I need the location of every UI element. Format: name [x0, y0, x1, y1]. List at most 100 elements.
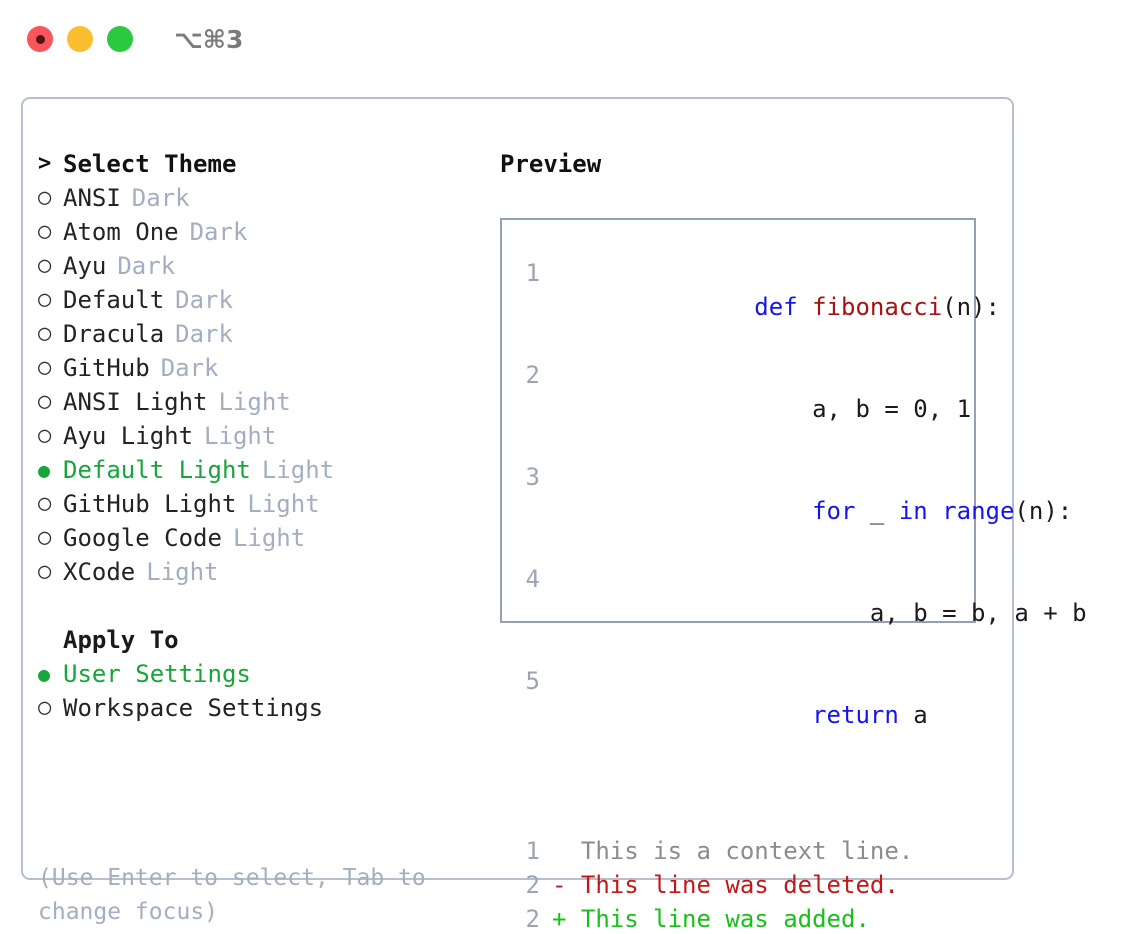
line-number: 4: [525, 565, 540, 593]
code-token: def: [754, 293, 798, 321]
theme-item-tag: Light: [218, 388, 291, 416]
code-token: in: [898, 497, 928, 525]
zoom-button-icon[interactable]: [107, 26, 133, 52]
theme-item-label: Ayu Light: [63, 422, 194, 450]
radio-icon: ○: [38, 695, 52, 720]
code-token: range: [942, 497, 1015, 525]
apply-to-heading-label: Apply To: [63, 626, 179, 654]
apply-to-heading: ○ Apply To: [38, 623, 478, 657]
close-button-icon[interactable]: [27, 26, 53, 52]
line-number: 2: [525, 905, 540, 933]
code-token: fibonacci: [812, 293, 943, 321]
theme-item-ansi-light[interactable]: ○ ANSI Light Light: [38, 385, 478, 419]
theme-item-tag: Dark: [117, 252, 176, 280]
theme-item-label: Google Code: [63, 524, 222, 552]
preview-box: 1 def fibonacci(n): 2 a, b = 0, 1 3: [500, 218, 1087, 933]
theme-item-label: ANSI: [63, 184, 121, 212]
code-line: 1 def fibonacci(n):: [514, 256, 1000, 358]
theme-item-github-dark[interactable]: ○ GitHub Dark: [38, 351, 478, 385]
theme-selector-column: > Select Theme ○ ANSI Dark ○ Atom One Da…: [38, 147, 478, 725]
code-content: a, b = 0, 1: [552, 358, 971, 460]
code-content: return a: [552, 664, 928, 766]
code-token: [754, 497, 812, 525]
radio-icon: ○: [38, 185, 52, 210]
preview-column: Preview 1 def fibonacci(n): 2 a, b = 0, …: [500, 147, 1087, 933]
radio-icon: ○: [38, 525, 52, 550]
theme-item-ayu-dark[interactable]: ○ Ayu Dark: [38, 249, 478, 283]
radio-selected-icon: ●: [38, 458, 51, 482]
code-token: [798, 293, 812, 321]
apply-to-item-label: User Settings: [63, 660, 251, 688]
preview-blank-line: [514, 766, 974, 800]
code-token: [928, 497, 942, 525]
diff-prefix: +: [552, 905, 581, 933]
radio-icon: ○: [38, 423, 52, 448]
theme-item-tag: Dark: [175, 286, 233, 314]
select-theme-heading: > Select Theme: [38, 147, 478, 181]
theme-item-github-light[interactable]: ○ GitHub Light Light: [38, 487, 478, 521]
theme-item-label: Default: [63, 286, 165, 314]
code-line: 2 a, b = 0, 1: [514, 358, 974, 460]
line-number: 1: [525, 259, 540, 287]
theme-item-label: XCode: [63, 558, 136, 586]
code-token: a, b = b, a + b: [754, 599, 1087, 627]
code-token: a, b = 0, 1: [754, 395, 972, 423]
theme-item-ayu-light[interactable]: ○ Ayu Light Light: [38, 419, 478, 453]
radio-icon: ○: [38, 389, 52, 414]
radio-icon: ○: [38, 355, 52, 380]
theme-item-tag: Light: [232, 524, 306, 552]
code-token: (n):: [942, 293, 1000, 321]
select-theme-heading-label: Select Theme: [63, 150, 237, 178]
code-content: def fibonacci(n):: [552, 256, 1000, 358]
keyboard-shortcut-label: ⌥⌘3: [174, 24, 244, 54]
theme-item-label: Default Light: [63, 456, 251, 484]
theme-item-dracula-dark[interactable]: ○ Dracula Dark: [38, 317, 478, 351]
diff-text: This line was deleted.: [580, 871, 899, 899]
title-bar: ⌥⌘3: [0, 0, 1140, 78]
theme-item-default-dark[interactable]: ○ Default Dark: [38, 283, 478, 317]
radio-icon: ○: [38, 287, 52, 312]
theme-item-atom-one-dark[interactable]: ○ Atom One Dark: [38, 215, 478, 249]
main-panel: > Select Theme ○ ANSI Dark ○ Atom One Da…: [21, 97, 1087, 933]
theme-item-label: GitHub Light: [63, 490, 237, 518]
minimize-button-icon[interactable]: [67, 26, 93, 52]
diff-line-deleted: 2 - This line was deleted.: [514, 868, 974, 902]
code-token: a: [898, 701, 928, 729]
line-number: 2: [525, 871, 540, 899]
code-content: for _ in range(n):: [552, 460, 1072, 562]
code-token: (n):: [1014, 497, 1073, 525]
diff-prefix: -: [552, 871, 581, 899]
theme-item-google-code[interactable]: ○ Google Code Light: [38, 521, 478, 555]
theme-item-label: Atom One: [63, 218, 179, 246]
theme-item-label: ANSI Light: [63, 388, 208, 416]
line-number: 3: [525, 463, 540, 491]
theme-item-ansi-dark[interactable]: ○ ANSI Dark: [38, 181, 478, 215]
keyboard-hint-text: (Use Enter to select, Tab to change focu…: [38, 865, 426, 925]
theme-item-tag: Light: [146, 558, 219, 586]
code-line: 5 return a: [514, 664, 974, 766]
theme-item-tag: Light: [204, 422, 277, 450]
theme-item-tag: Dark: [189, 218, 248, 246]
heading-indent-spacer: ○: [38, 623, 63, 657]
theme-item-default-light[interactable]: ● Default Light Light: [38, 453, 478, 487]
theme-item-tag: Dark: [131, 184, 190, 212]
radio-icon: ○: [38, 491, 52, 516]
code-line: 4 a, b = b, a + b: [514, 562, 1087, 664]
theme-item-xcode[interactable]: ○ XCode Light: [38, 555, 478, 589]
theme-item-label: GitHub: [63, 354, 150, 382]
apply-to-item-user-settings[interactable]: ● User Settings: [38, 657, 478, 691]
record-indicator-icon: [35, 34, 45, 44]
theme-item-label: Dracula: [63, 320, 165, 348]
code-line: 3 for _ in range(n):: [514, 460, 1073, 562]
theme-item-tag: Light: [247, 490, 320, 518]
apply-to-item-label: Workspace Settings: [63, 694, 324, 722]
window-controls: [27, 26, 133, 52]
preview-blank-line: [514, 800, 974, 834]
radio-icon: ○: [38, 219, 52, 244]
line-number: 2: [525, 361, 540, 389]
theme-item-tag: Dark: [175, 320, 233, 348]
line-number: 1: [525, 837, 540, 865]
line-number: 5: [525, 667, 540, 695]
apply-to-item-workspace-settings[interactable]: ○ Workspace Settings: [38, 691, 478, 725]
